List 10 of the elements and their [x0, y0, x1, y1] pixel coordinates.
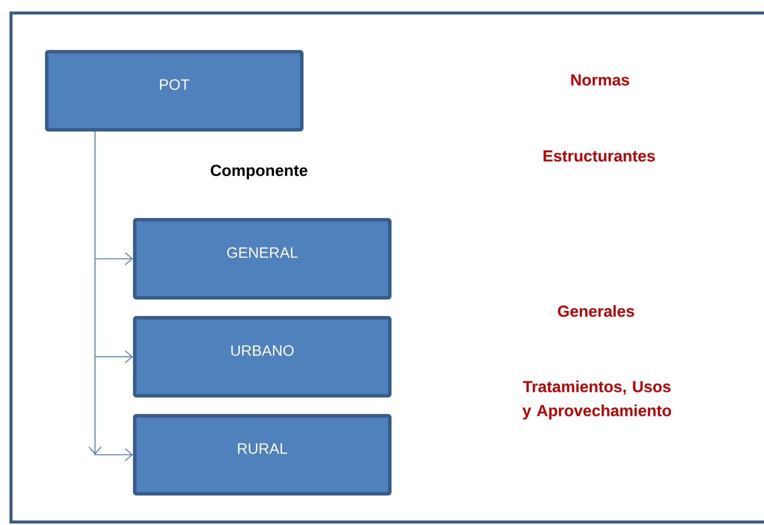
category-box: URBANO [133, 316, 392, 398]
category-box: POT [45, 50, 304, 132]
text-label: Generales [558, 305, 634, 317]
text-label: Tratamientos, Usos y Aprovechamiento [522, 380, 672, 420]
text-label: Normas [571, 74, 630, 86]
category-box: RURAL [133, 414, 392, 496]
arrow [88, 131, 133, 462]
category-box: GENERAL [133, 218, 392, 300]
text-label: Componente [210, 164, 308, 180]
text-label: Estructurantes [544, 150, 655, 162]
